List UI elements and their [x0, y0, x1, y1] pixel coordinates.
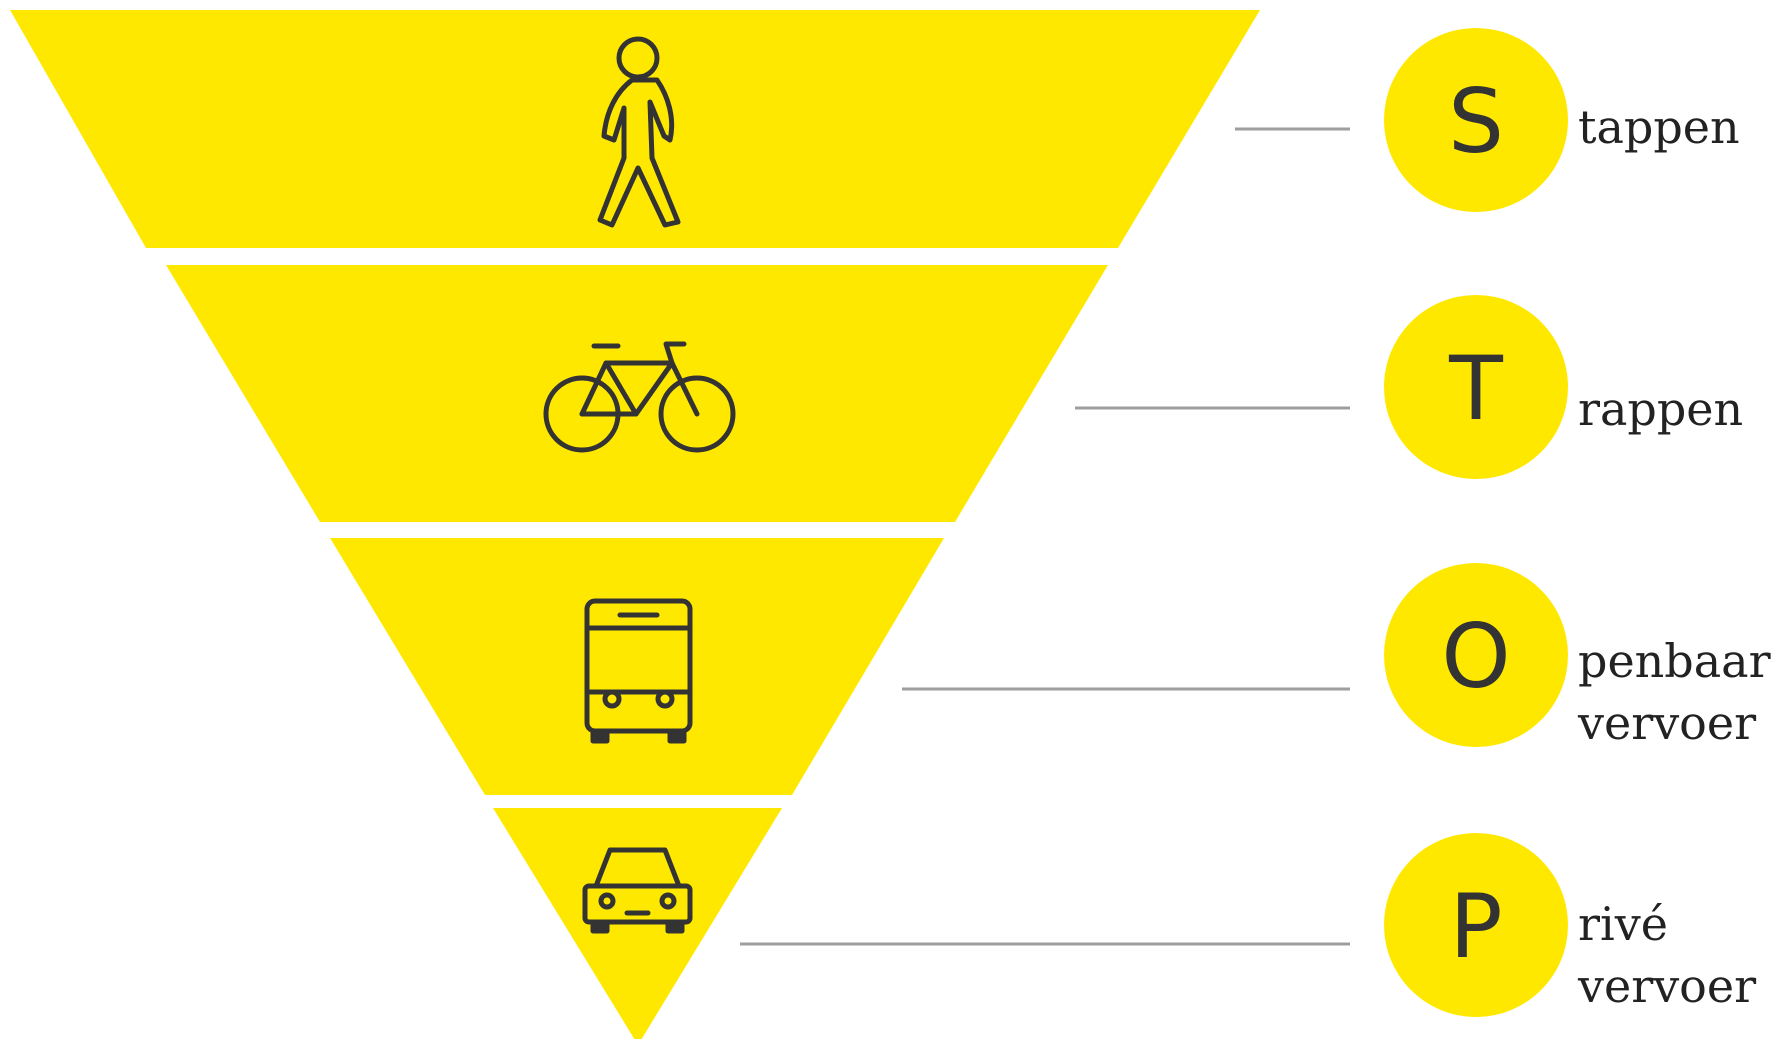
- tier-label: penbaar vervoer: [1577, 634, 1771, 750]
- pyramid-band-2: [166, 265, 1108, 522]
- letter-badge-p: P: [1384, 833, 1568, 1017]
- tier-label-line: rivé: [1578, 897, 1668, 951]
- letter-circle: [1384, 563, 1568, 747]
- tier-label: tappen: [1578, 100, 1740, 154]
- tier-trappen: T rappen: [166, 265, 1743, 522]
- bicycle-icon: [543, 341, 736, 453]
- pyramid-band-3: [330, 538, 944, 795]
- badge-letter: S: [1448, 70, 1504, 173]
- tier-label-line: vervoer: [1577, 696, 1756, 750]
- letter-badge-o: O: [1384, 563, 1568, 747]
- tier-label-line: penbaar: [1578, 634, 1771, 688]
- letter-badge-t: T: [1384, 295, 1568, 479]
- pedestrian-icon: [597, 36, 681, 228]
- letter-circle: [1384, 833, 1568, 1017]
- letter-circle: [1384, 28, 1568, 212]
- car-icon: [582, 847, 693, 934]
- tier-stappen: S tappen: [10, 10, 1740, 248]
- tier-label-line: rappen: [1578, 382, 1743, 436]
- tier-openbaar-vervoer: O penbaar vervoer: [330, 538, 1771, 795]
- letter-badge-s: S: [1384, 28, 1568, 212]
- pyramid-band-1: [10, 10, 1260, 248]
- tier-label-line: tappen: [1578, 100, 1740, 154]
- letter-circle: [1384, 295, 1568, 479]
- badge-letter: P: [1449, 875, 1502, 978]
- badge-letter: O: [1441, 605, 1510, 708]
- tier-prive-vervoer: P rivé vervoer: [493, 808, 1756, 1039]
- tier-label: rappen: [1578, 382, 1743, 436]
- bus-icon: [584, 598, 693, 744]
- tier-label: rivé vervoer: [1577, 897, 1756, 1013]
- tier-label-line: vervoer: [1577, 959, 1756, 1013]
- badge-letter: T: [1448, 337, 1504, 440]
